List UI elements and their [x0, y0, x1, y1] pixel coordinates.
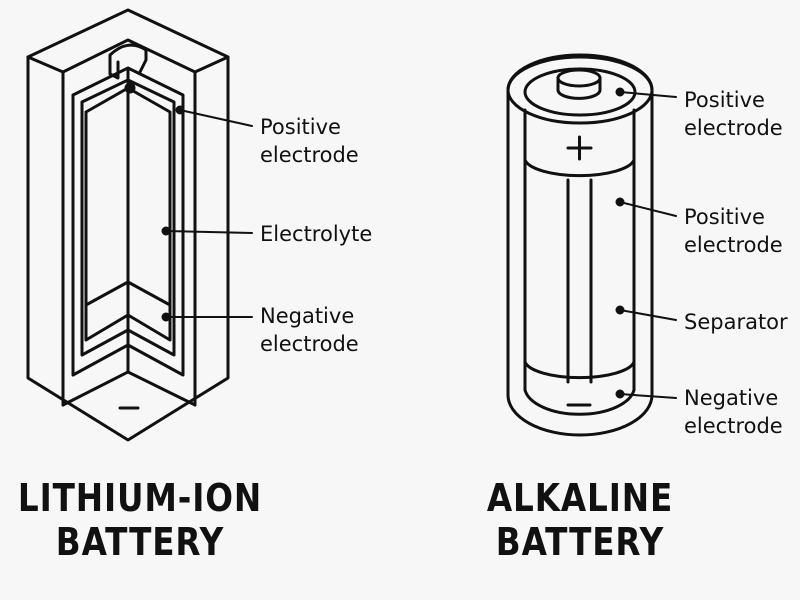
label-line: Positive: [684, 205, 765, 229]
label-line: electrode: [260, 332, 359, 356]
li-label-positive-electrode: Positive electrode: [260, 113, 359, 169]
alk-leader-positive: [619, 201, 677, 217]
li-leader-electrolyte: [165, 230, 253, 234]
li-positive-terminal-icon: [108, 43, 148, 80]
alk-leader-positive-top: [619, 91, 677, 98]
alk-top-ring: [506, 55, 654, 125]
label-line: electrode: [684, 116, 783, 140]
alk-leader-dot: [615, 305, 625, 315]
lithium-ion-title: LITHIUM-ION BATTERY: [2, 476, 277, 564]
title-line: BATTERY: [495, 520, 665, 564]
title-line: BATTERY: [55, 520, 225, 564]
label-line: electrode: [684, 233, 783, 257]
alk-label-separator: Separator: [684, 308, 788, 336]
alk-leader-dot: [615, 197, 625, 207]
alk-label-positive-electrode-top: Positive electrode: [684, 86, 783, 142]
label-line: Negative: [684, 386, 779, 410]
label-line: Separator: [684, 310, 788, 334]
title-line: LITHIUM-ION: [17, 476, 263, 520]
alk-leader-dot: [615, 87, 625, 97]
li-leader-dot: [161, 226, 171, 236]
li-terminal-dot: [124, 82, 136, 94]
alkaline-battery-illustration: [506, 53, 677, 437]
li-base-cut: [61, 370, 197, 407]
li-top-cut: [26, 38, 230, 74]
alk-label-positive-electrode: Positive electrode: [684, 203, 783, 259]
alkaline-title: ALKALINE BATTERY: [460, 476, 701, 564]
alk-plus-section-boundary: [523, 158, 636, 178]
alk-leader-separator: [619, 309, 677, 321]
li-label-negative-electrode: Negative electrode: [260, 302, 359, 358]
label-line: Positive: [684, 88, 765, 112]
label-line: electrode: [260, 143, 359, 167]
alk-outer-casing: [506, 53, 654, 437]
li-leader-dot: [161, 312, 171, 322]
label-line: Electrolyte: [260, 222, 373, 246]
lithium-ion-battery-illustration: [26, 8, 253, 442]
alk-leader-dot: [615, 389, 625, 399]
label-line: Positive: [260, 115, 341, 139]
label-line: Negative: [260, 304, 355, 328]
alk-button-top: [556, 68, 602, 88]
li-negative-electrode-boundary: [84, 280, 172, 307]
li-leader-positive: [179, 109, 253, 127]
alk-label-negative-electrode: Negative electrode: [684, 384, 783, 440]
li-leader-dot: [175, 105, 185, 115]
li-label-electrolyte: Electrolyte: [260, 220, 372, 248]
alk-positive-button: [556, 76, 602, 100]
alk-inner-bottom: [523, 388, 636, 416]
li-outer-left-face: [26, 8, 230, 442]
alk-leader-negative: [619, 393, 677, 399]
title-line: ALKALINE: [486, 476, 674, 520]
li-layer-outer: [71, 66, 185, 377]
alk-minus-section-boundary: [523, 360, 636, 380]
label-line: electrode: [684, 414, 783, 438]
